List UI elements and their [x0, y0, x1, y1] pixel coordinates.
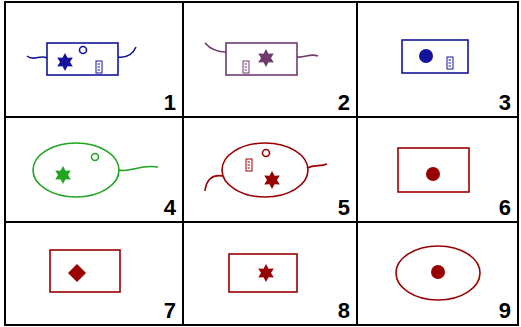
cell-number: 7	[164, 300, 176, 322]
cell	[398, 148, 469, 192]
cell-outline	[33, 143, 119, 197]
cell-number: 3	[499, 92, 511, 114]
round-nucleus	[419, 49, 433, 63]
flagellum	[27, 56, 47, 58]
cell-number: 4	[164, 197, 176, 219]
grid-cell: 7	[4, 221, 184, 326]
flagellated-cell	[27, 43, 136, 75]
cell-outline	[402, 40, 468, 73]
flagellated-cell	[205, 43, 318, 75]
organelle-icon	[243, 61, 249, 73]
cell-outline	[50, 250, 120, 292]
organelle-icon	[96, 61, 102, 73]
flagellated-cell	[33, 143, 158, 197]
grid-cell: 9	[356, 221, 519, 326]
star-nucleus	[258, 264, 274, 282]
cell-number: 8	[338, 300, 350, 322]
cell	[402, 40, 468, 73]
flagellum	[118, 47, 136, 57]
grid-cell: 2	[182, 1, 358, 118]
cell-outline	[396, 246, 480, 300]
grid-cell: 8	[182, 221, 358, 326]
organelle-icon	[246, 159, 252, 171]
cell-number: 2	[338, 92, 350, 114]
flagellum	[297, 55, 318, 57]
grid-cell: 5	[182, 116, 358, 223]
cell-outline	[226, 43, 297, 75]
star-nucleus	[55, 166, 71, 184]
cell-number: 1	[164, 92, 176, 114]
round-nucleus	[426, 167, 440, 181]
cell-outline	[222, 143, 308, 197]
grid-cell: 3	[356, 1, 519, 118]
flagellated-cell	[205, 143, 327, 197]
star-nucleus	[258, 49, 274, 67]
cell-outline	[47, 43, 118, 75]
cell-number: 6	[499, 197, 511, 219]
organelle-icon	[447, 57, 453, 69]
vacuole	[80, 47, 87, 54]
star-nucleus	[264, 171, 280, 189]
cell	[50, 250, 120, 292]
vacuole	[92, 154, 99, 161]
cell-outline	[229, 254, 297, 292]
cell-number: 9	[499, 300, 511, 322]
grid-cell: 4	[4, 116, 184, 223]
vacuole	[263, 150, 270, 157]
flagellum	[205, 43, 226, 52]
cell-outline	[398, 148, 469, 192]
flagellum	[119, 166, 158, 170]
cell	[396, 246, 480, 300]
cell-number: 5	[338, 197, 350, 219]
round-nucleus	[431, 265, 445, 279]
diamond-nucleus	[68, 264, 86, 282]
star-nucleus	[57, 53, 73, 71]
grid-cell: 6	[356, 116, 519, 223]
flagellum	[205, 176, 223, 191]
grid-cell: 1	[4, 1, 184, 118]
cell	[229, 254, 297, 292]
flagellum	[307, 164, 327, 168]
